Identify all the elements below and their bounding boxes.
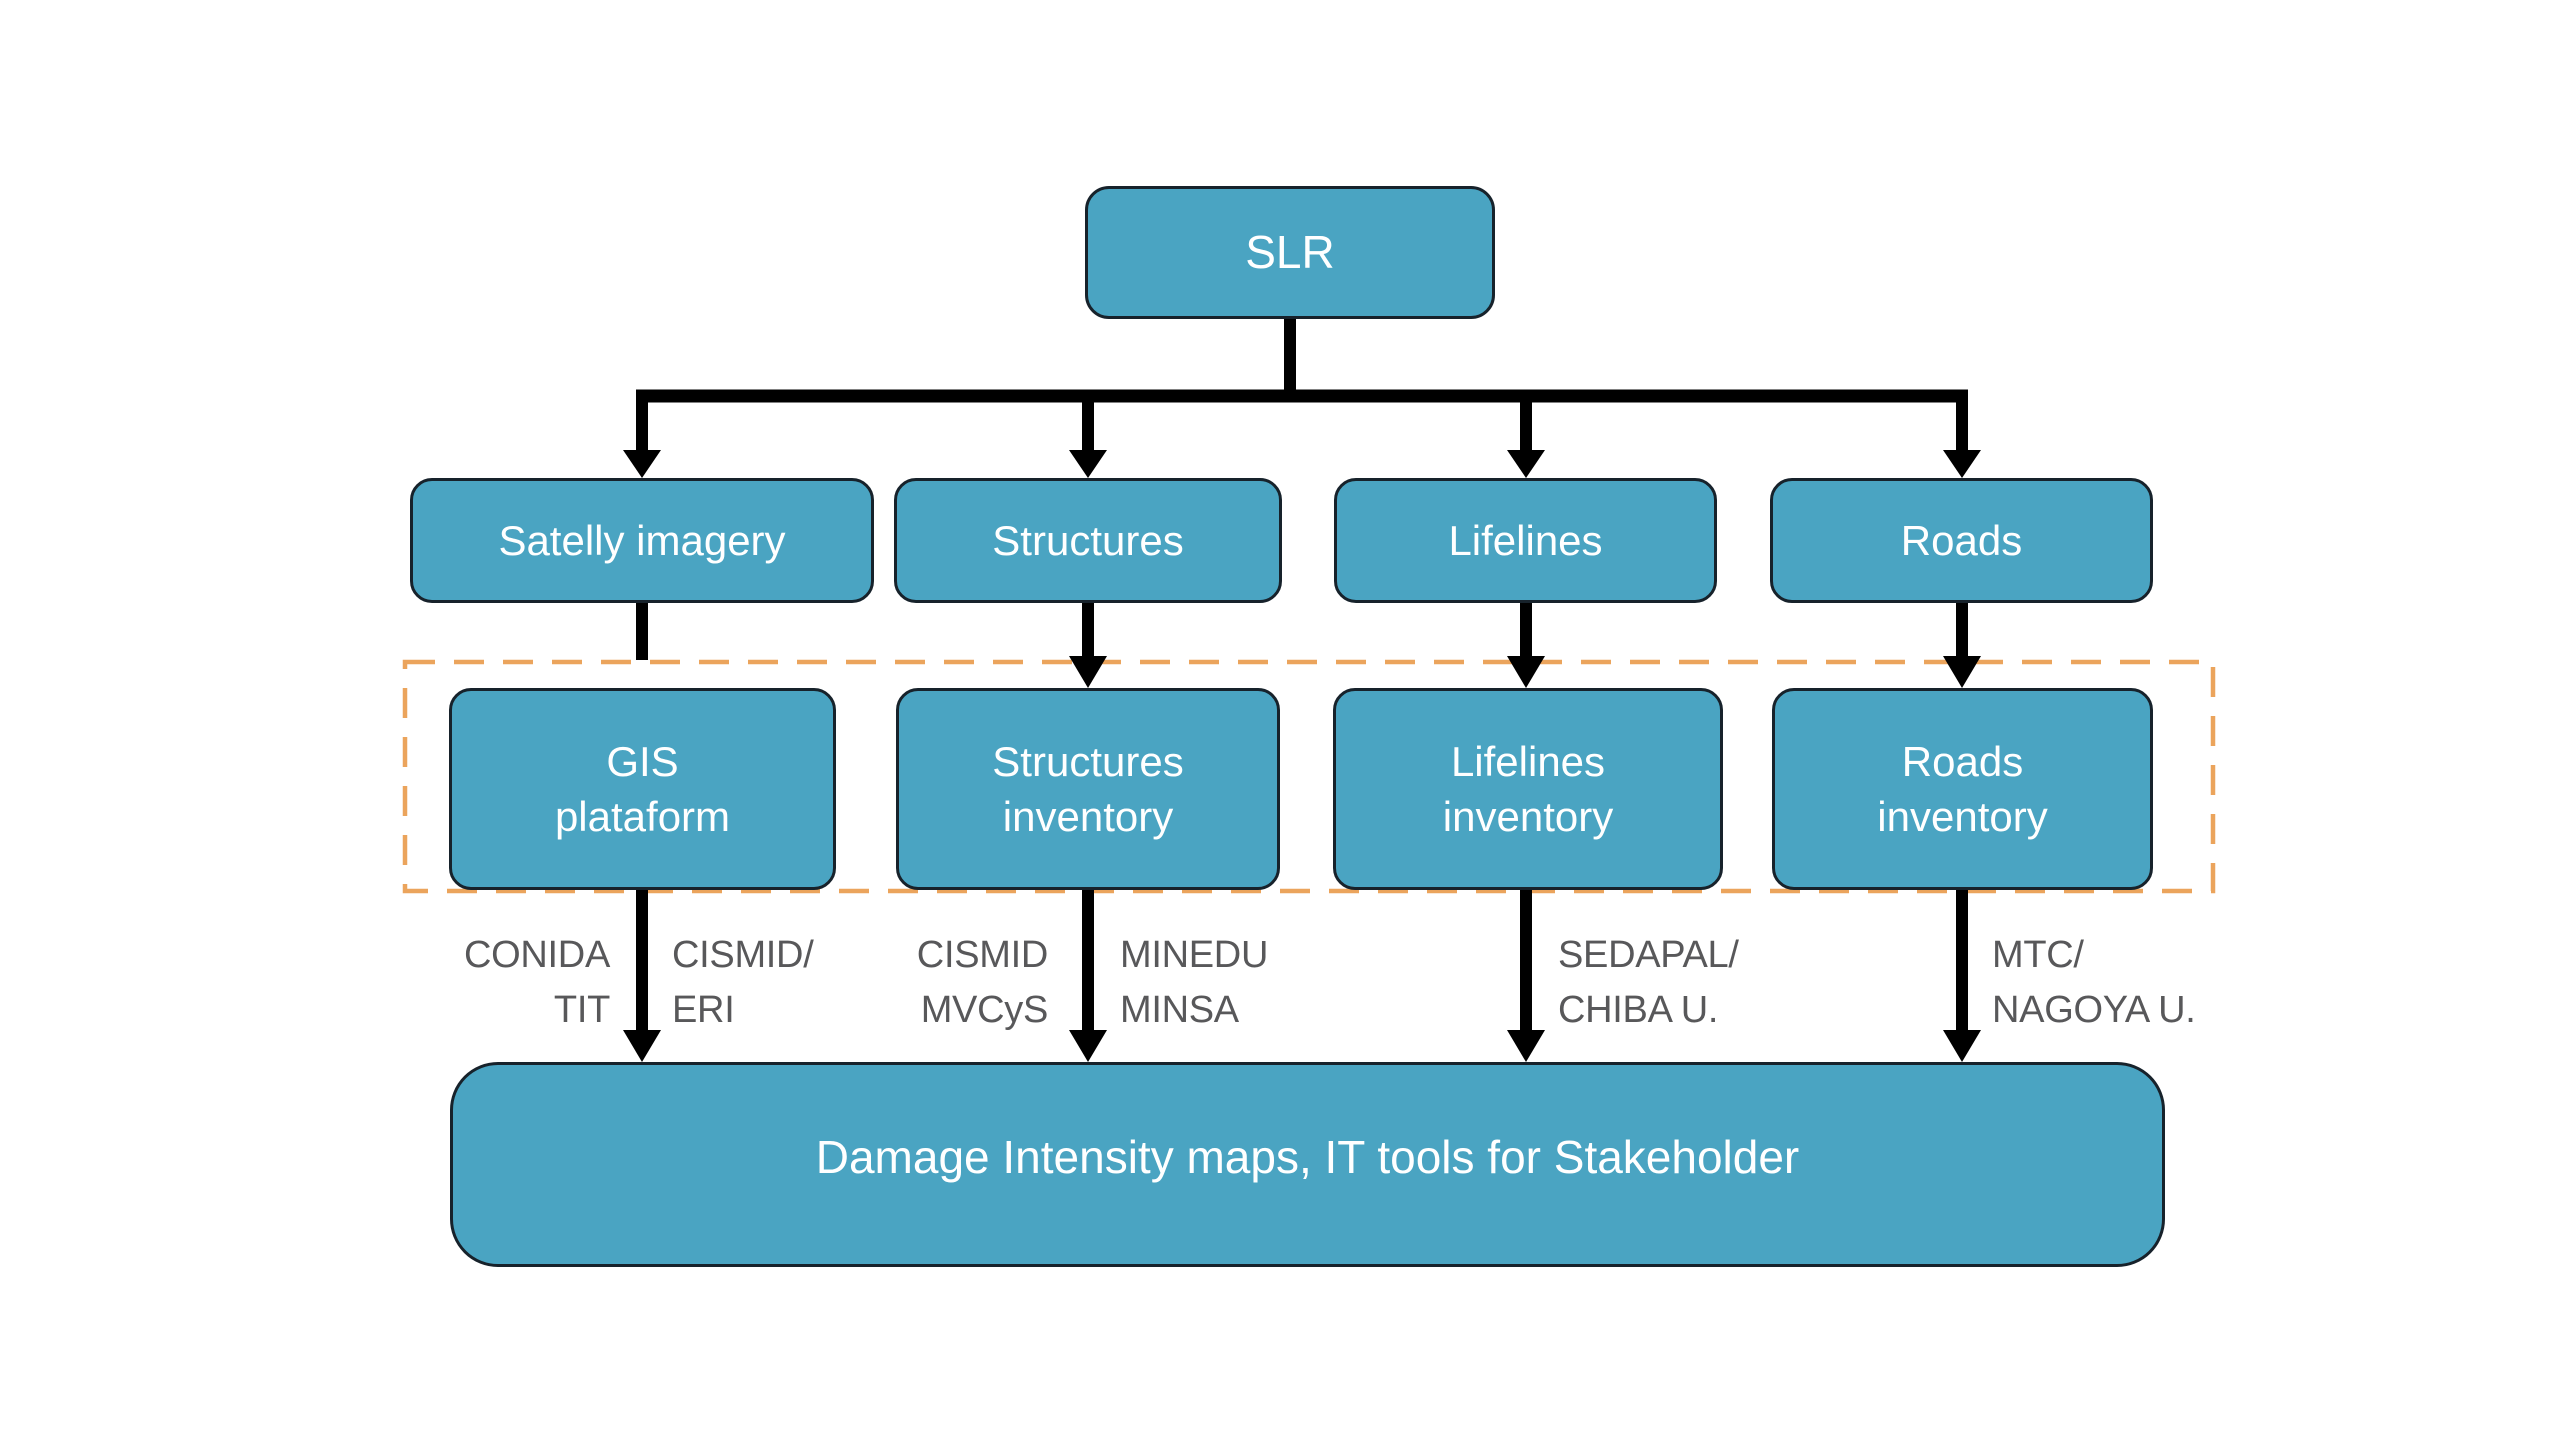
partner-line1: SEDAPAL/ [1558, 934, 1739, 976]
arrow-roads-to-inventory [1943, 603, 1981, 688]
arrowhead-down-icon [1507, 450, 1545, 478]
arrowhead-down-icon [1069, 656, 1107, 688]
node-satellite-imagery: Satelly imagery [410, 478, 874, 603]
node-label: Structures [992, 516, 1184, 564]
dashed-group-border [402, 659, 2216, 894]
arrow-to-lifelines [1507, 396, 1545, 478]
node-lifelines-inventory: Lifelines inventory [1333, 688, 1723, 890]
arrowhead-down-icon [623, 450, 661, 478]
node-roads-inventory: Roads inventory [1772, 688, 2153, 890]
node-label-line1: Lifelines [1450, 737, 1606, 785]
partner-line2: MINSA [1120, 989, 1239, 1031]
arrow-lifelines-to-inventory [1507, 603, 1545, 688]
node-label-line1: GIS [606, 737, 679, 785]
arrow-to-satellite-imagery [623, 396, 661, 478]
node-roads: Roads [1770, 478, 2153, 603]
arrow-gis-to-output [623, 890, 661, 1062]
arrowhead-down-icon [1943, 450, 1981, 478]
arrow-to-roads [1943, 396, 1981, 478]
arrow-to-structures [1069, 396, 1107, 478]
node-label-line2: inventory [1002, 793, 1174, 840]
arrow-structures-to-inventory [1069, 603, 1107, 688]
partner-label-mtc-nagoya: MTC/ NAGOYA U. [1992, 928, 2332, 1038]
arrow-lifeinv-to-output [1507, 890, 1545, 1062]
partner-label-conida-tit: CONIDA TIT [380, 928, 610, 1038]
node-label-line2: inventory [1442, 793, 1614, 840]
partner-line2: MVCyS [920, 989, 1049, 1031]
node-label: Roads [1900, 516, 2023, 564]
node-label: SLR [1245, 226, 1335, 279]
partner-line1: MINEDU [1120, 934, 1269, 976]
arrowhead-down-icon [1943, 1030, 1981, 1062]
arrowhead-down-icon [1507, 1030, 1545, 1062]
arrowhead-down-icon [1507, 656, 1545, 688]
arrowhead-down-icon [1943, 656, 1981, 688]
partner-line2: NAGOYA U. [1992, 989, 2196, 1031]
partner-line2: TIT [553, 989, 610, 1031]
node-label-line2: inventory [1877, 793, 2048, 840]
node-label-line1: Structures [992, 737, 1184, 785]
node-slr: SLR [1085, 186, 1495, 319]
partner-line1: CISMID [916, 934, 1049, 976]
arrow-structinv-to-output [1069, 890, 1107, 1062]
partner-label-cismid-mvcys: CISMID MVCyS [820, 928, 1049, 1038]
arrowhead-down-icon [623, 1030, 661, 1062]
node-lifelines: Lifelines [1334, 478, 1717, 603]
node-label-line1: Roads [1901, 737, 2024, 785]
partner-line1: CONIDA [464, 934, 610, 976]
node-gis-platform: GIS plataform [449, 688, 836, 890]
arrowhead-down-icon [1069, 450, 1107, 478]
node-label: Lifelines [1448, 516, 1603, 564]
node-output: Damage Intensity maps, IT tools for Stak… [450, 1062, 2165, 1267]
partner-label-cismid-eri: CISMID/ ERI [672, 928, 932, 1038]
partner-line1: CISMID/ [672, 934, 814, 976]
node-label: Satelly imagery [498, 516, 786, 564]
node-structures-inventory: Structures inventory [896, 688, 1280, 890]
partner-line1: MTC/ [1992, 934, 2084, 976]
arrowhead-down-icon [1069, 1030, 1107, 1062]
partner-label-minedu-minsa: MINEDU MINSA [1120, 928, 1390, 1038]
partner-label-sedapal-chiba: SEDAPAL/ CHIBA U. [1558, 928, 1868, 1038]
arrow-roadinv-to-output [1943, 890, 1981, 1062]
partner-line2: CHIBA U. [1558, 989, 1719, 1031]
node-structures: Structures [894, 478, 1282, 603]
node-label-line2: plataform [554, 793, 731, 840]
node-label: Damage Intensity maps, IT tools for Stak… [815, 1131, 1800, 1183]
partner-line2: ERI [672, 989, 735, 1031]
